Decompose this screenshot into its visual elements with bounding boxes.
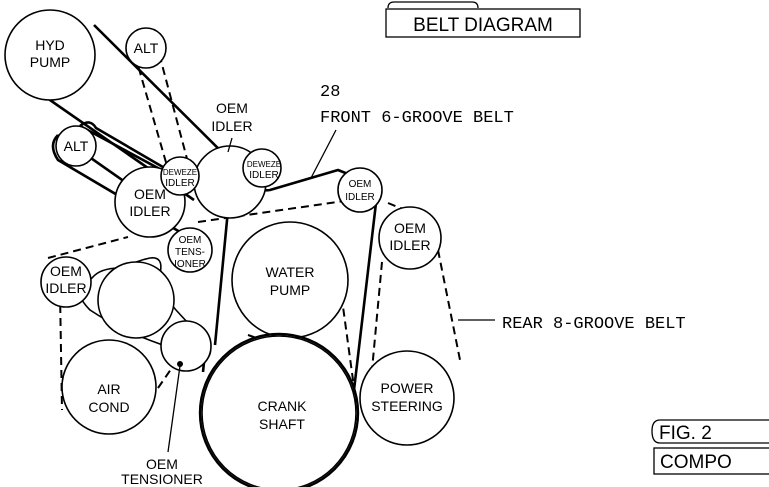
- front-belt-number: 28: [320, 83, 340, 102]
- hyd-pump-pulley: [4, 9, 96, 101]
- alt-left-label: ALT: [64, 138, 89, 154]
- oem-idler-far-left-label-1: OEM: [50, 263, 82, 279]
- header-title-box: [385, 8, 581, 38]
- deweze-idler-left-pulley: [160, 156, 200, 196]
- air-cond-label-2: COND: [88, 399, 129, 415]
- oem-idler-far-left-pulley: [40, 256, 92, 308]
- water-pump-label-2: PUMP: [270, 282, 310, 298]
- hyd-pump-label-1: HYD: [35, 37, 65, 53]
- deweze-idler-left-label-1: DEWEZE: [163, 168, 197, 177]
- oem-tensioner-bottom-pulley: [160, 320, 212, 372]
- fig-label-outline: [651, 419, 769, 444]
- crank-shaft-pulley: [201, 335, 357, 487]
- deweze-idler-right-label-1: DEWEZE: [247, 160, 281, 169]
- compo-label-box: [653, 447, 769, 475]
- oem-tensioner-bottom-label-2: TENSIONER: [121, 471, 203, 487]
- oem-idler-top-leader: [227, 137, 233, 153]
- oem-tensioner-small-label-2: TENS-: [175, 247, 205, 258]
- power-steering-label-1: POWER: [381, 380, 434, 396]
- compo-label: COMPO: [660, 452, 732, 473]
- crank-shaft-label-1: CRANK: [257, 398, 307, 414]
- oem-idler-top-label-1: OEM: [216, 100, 248, 116]
- oem-tensioner-small-pulley: [167, 227, 213, 273]
- oem-idler-right-small-pulley: [337, 167, 383, 213]
- deweze-idler-right-label-2: IDLER: [249, 170, 278, 181]
- hyd-pump-label-2: PUMP: [30, 54, 70, 70]
- front-belt-leader: [310, 129, 337, 179]
- oem-idler-right-label-2: IDLER: [389, 237, 430, 253]
- air-cond-label-1: AIR: [97, 381, 120, 397]
- water-pump-pulley: [231, 221, 349, 339]
- oem-idler-right-small-label-2: IDLER: [345, 192, 374, 203]
- air-cond-pulley: [61, 339, 157, 435]
- oem-idler-right-pulley: [378, 206, 442, 270]
- rear-belt-label: REAR 8-GROOVE BELT: [502, 315, 686, 334]
- crank-shaft-label-2: SHAFT: [259, 416, 305, 432]
- crank-shaft-belt-wrap: [198, 332, 360, 487]
- oem-idler-left-label-1: OEM: [134, 186, 166, 202]
- power-steering-pulley: [359, 350, 455, 446]
- alt-top-label: ALT: [134, 40, 159, 56]
- water-pump-label-1: WATER: [266, 264, 315, 280]
- tensioner-arm-pulley: [97, 261, 175, 339]
- oem-idler-right-label-1: OEM: [394, 220, 426, 236]
- alt-left-pulley: [55, 125, 97, 167]
- oem-tensioner-bottom-leader: [167, 365, 181, 453]
- header-title: BELT DIAGRAM: [413, 15, 553, 36]
- oem-idler-far-left-label-2: IDLER: [45, 280, 86, 296]
- oem-idler-right-small-label-1: OEM: [349, 179, 372, 190]
- header-tab-outline: [387, 1, 479, 9]
- oem-tensioner-small-label-1: OEM: [179, 235, 202, 246]
- oem-idler-left-label-2: IDLER: [129, 203, 170, 219]
- front-belt-label: FRONT 6-GROOVE BELT: [320, 109, 514, 128]
- deweze-idler-left-label-2: IDLER: [165, 178, 194, 189]
- oem-idler-top-label-2: IDLER: [211, 118, 252, 134]
- alt-top-pulley: [125, 27, 167, 69]
- oem-tensioner-bottom-label-1: OEM: [146, 456, 178, 472]
- tensioner-pivot: [177, 361, 183, 367]
- fig-label: FIG. 2: [659, 423, 712, 444]
- power-steering-label-2: STEERING: [371, 398, 443, 414]
- deweze-idler-right-pulley: [242, 148, 282, 188]
- oem-tensioner-small-label-3: IONER: [174, 259, 206, 270]
